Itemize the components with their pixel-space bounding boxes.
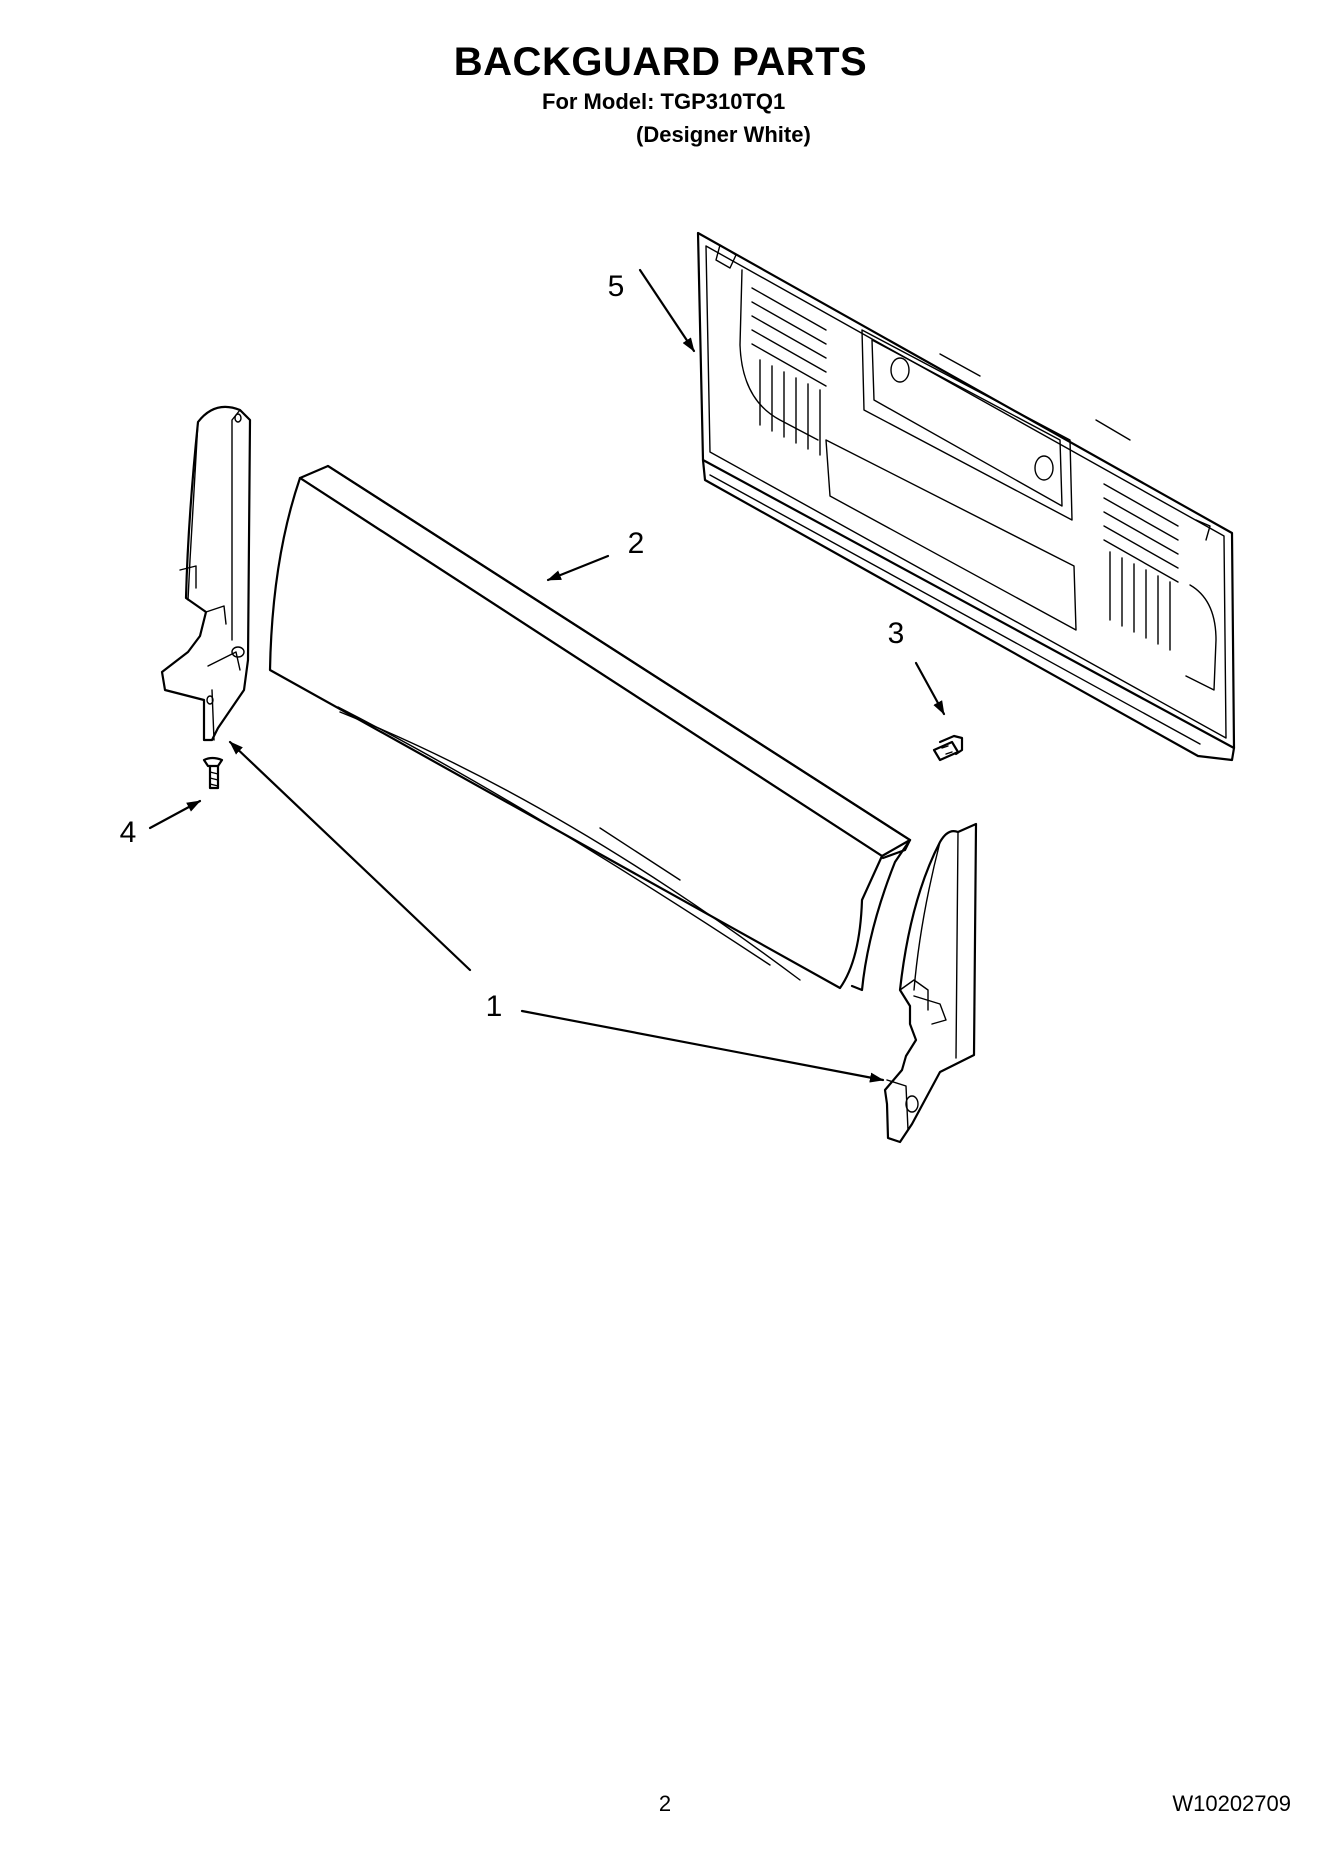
callout-4: 4 [120, 816, 137, 849]
page-title: BACKGUARD PARTS [453, 40, 868, 84]
leader-arrows [148, 268, 946, 1083]
document-number: W10202709 [1172, 1791, 1291, 1816]
end-cap-left-part-1 [160, 405, 252, 742]
front-panel-part-2 [268, 464, 912, 992]
page-number: 2 [658, 1791, 672, 1816]
rear-panel-part-5 [696, 231, 1236, 762]
callout-5: 5 [608, 270, 625, 303]
callout-1: 1 [486, 990, 503, 1023]
screw-part-3 [932, 734, 964, 762]
end-cap-right-part-1 [883, 822, 978, 1144]
callout-2: 2 [628, 527, 645, 560]
model-color: (Designer White) [636, 122, 811, 147]
callout-3: 3 [888, 617, 905, 650]
screw-part-4 [202, 756, 224, 790]
model-number: For Model: TGP310TQ1 [542, 89, 786, 114]
